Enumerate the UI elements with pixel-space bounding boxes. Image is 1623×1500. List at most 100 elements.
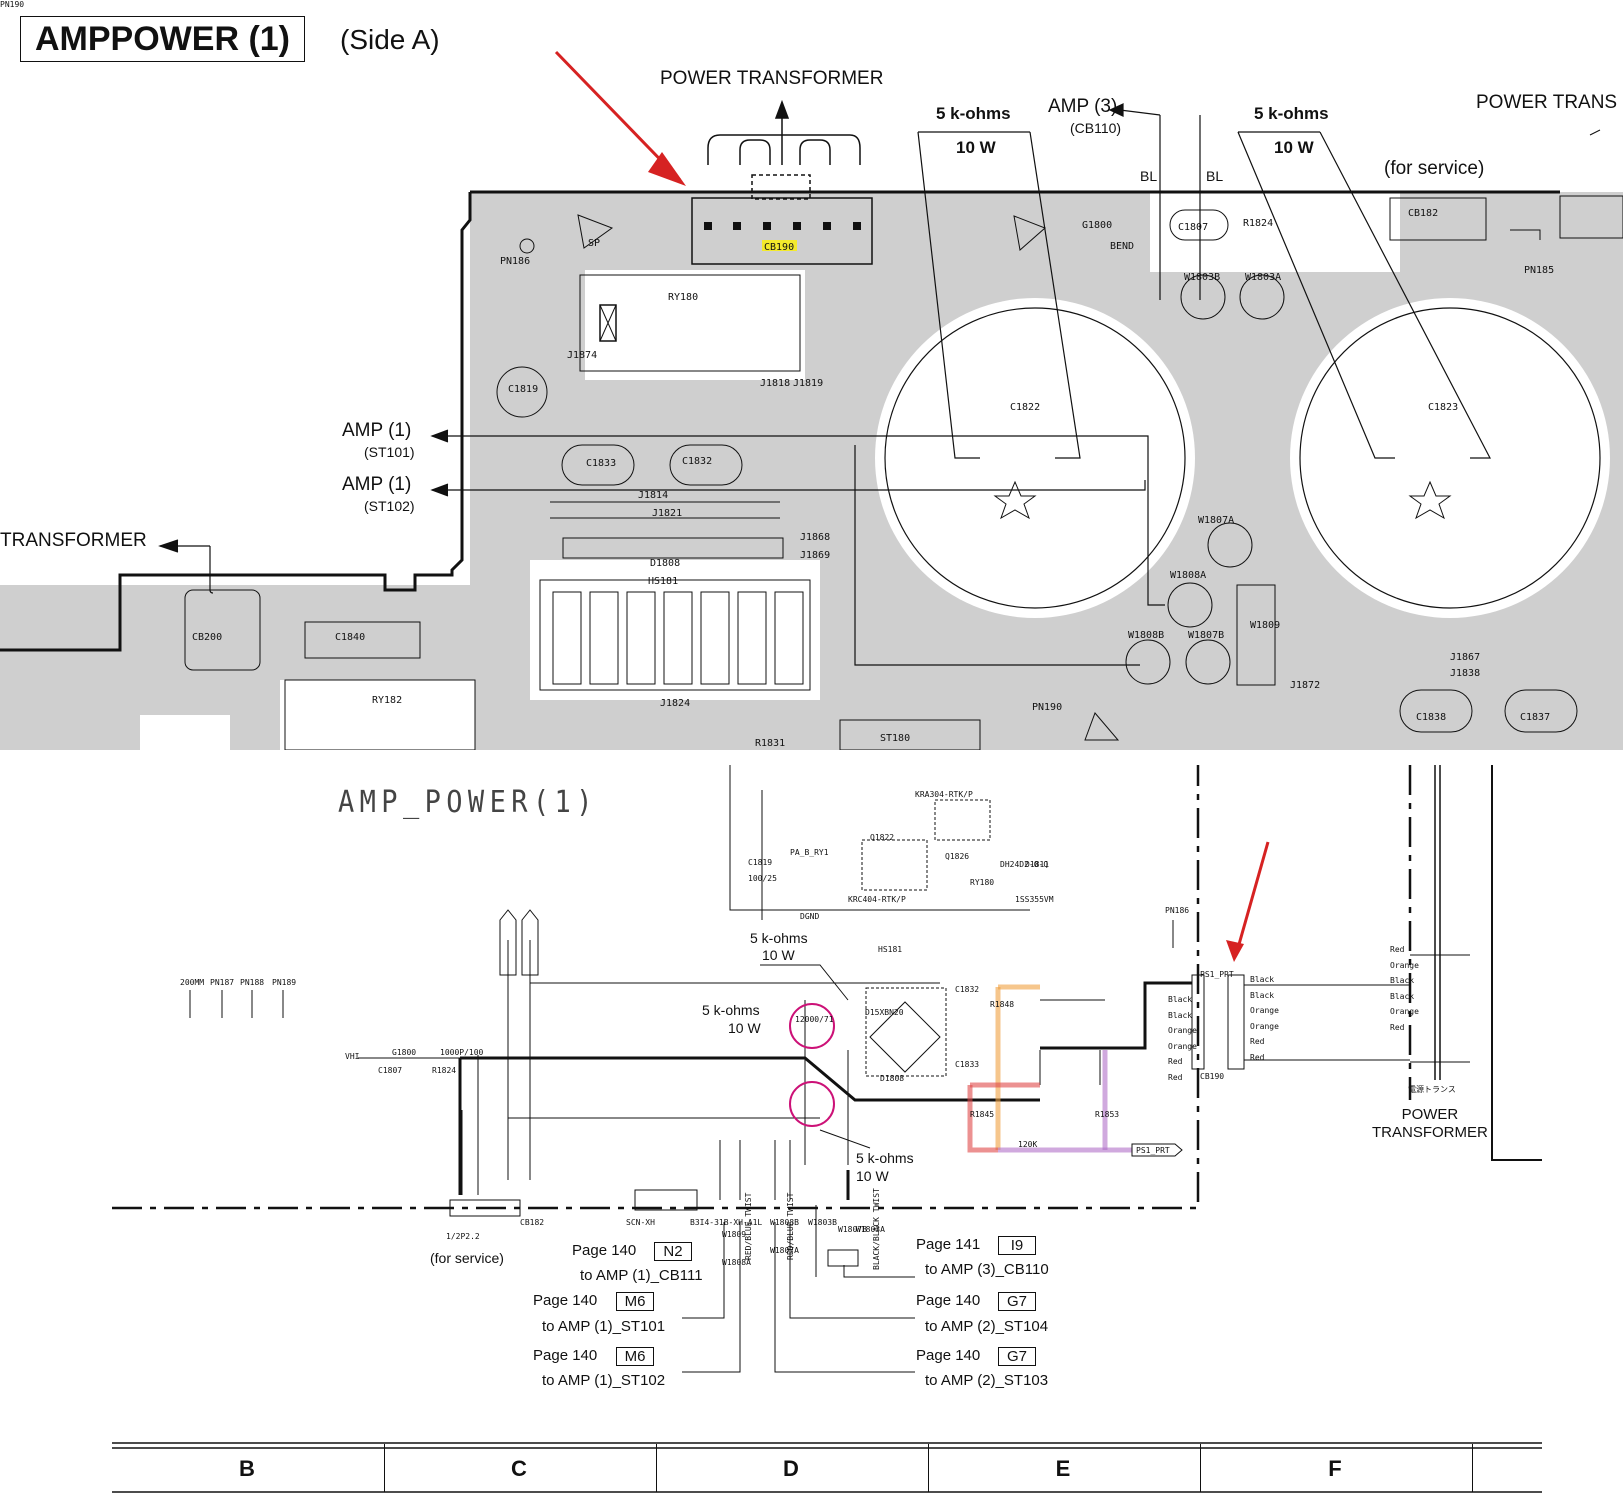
sch-part-w1803b: W1803B [808, 1218, 837, 1227]
sch-part-1000p-100: 1000P/100 [440, 1048, 484, 1057]
pcb-part-w1808a: W1808A [1170, 570, 1207, 581]
resistor-b-watt: 10 W [1274, 138, 1314, 157]
xref-5-page: Page 140 [916, 1292, 981, 1309]
xref-4-page: Page 141 [916, 1236, 981, 1253]
wire-cb190-3: Orange [1250, 1006, 1279, 1015]
pcb-part-r1831: R1831 [755, 738, 786, 749]
wire-cb190-2: Black [1250, 990, 1275, 1000]
sch-part-pn186: PN186 [1165, 906, 1190, 915]
twist-label-2: RED/BLUE TWIST [786, 1192, 795, 1260]
sch-part-dgnd: DGND [800, 912, 820, 921]
pcb-part-c1807: C1807 [1178, 222, 1209, 233]
grid-column-bar: B C D E F [112, 1444, 1542, 1492]
schematic-diagram: PS1_PRT [112, 765, 1542, 1493]
pcb-part-ry180: RY180 [668, 292, 699, 303]
sch-part-w1803a: W1803A [856, 1225, 885, 1234]
pcb-part-r1824: R1824 [1243, 218, 1274, 229]
wire-right-5: Orange [1390, 1007, 1419, 1016]
sch-part-w1807b: W1807B [838, 1225, 867, 1234]
pcb-part-c1840: C1840 [335, 632, 366, 643]
sch-part-12000-71: 12000/71 [795, 1015, 834, 1024]
label-amp1-a-ref: (ST101) [364, 444, 415, 460]
wire-cb190-6: Red [1250, 1052, 1265, 1062]
sch-part-d1808: D1808 [880, 1074, 905, 1083]
label-amp1-b: AMP (1) [342, 474, 412, 495]
sch-resistor-2-watt: 10 W [728, 1020, 761, 1036]
pcb-part-st180: ST180 [880, 733, 911, 744]
sch-part-b3i4-31b-xh-a1l: B3I4-31B-XH-A1L [690, 1218, 763, 1227]
resistor-b-value: 5 k-ohms [1254, 104, 1329, 123]
sch-part-ry180: RY180 [970, 878, 995, 887]
xref-2-grid: M6 [616, 1292, 654, 1311]
sch-for-service: (for service) [430, 1250, 504, 1266]
label-transformer-left: TRANSFORMER [0, 530, 147, 551]
sch-part-ps1-prt: PS1_PRT [1200, 970, 1234, 979]
xref-6-target: to AMP (2)_ST103 [925, 1372, 1049, 1389]
sch-part-krc404-rtk-p: KRC404-RTK/P [848, 895, 906, 904]
xref-3-grid: M6 [616, 1347, 654, 1366]
pcb-part-w1803b: W1803B [1184, 272, 1221, 283]
sch-part-1-2p2-2: 1/2P2.2 [446, 1232, 480, 1241]
sch-jp-label: 電源トランス [1408, 1085, 1456, 1094]
pcb-part-j1869: J1869 [800, 550, 831, 561]
xref-2-target: to AMP (1)_ST101 [542, 1318, 666, 1335]
wire-cb190-5: Red [1250, 1037, 1265, 1046]
sch-resistor-3-watt: 10 W [856, 1168, 889, 1184]
sch-part-pn190: PN190 [0, 0, 25, 9]
xref-6-grid: G7 [998, 1347, 1036, 1366]
grid-column-e: E [1055, 1456, 1071, 1481]
pcb-part-bend: BEND [1110, 241, 1135, 252]
xref-2-page: Page 140 [533, 1292, 598, 1309]
xref-4-target: to AMP (3)_CB110 [925, 1261, 1049, 1278]
xref-5-grid: G7 [998, 1292, 1036, 1311]
xref-1-target: to AMP (1)_CB111 [580, 1267, 703, 1284]
pcb-part-c1819: C1819 [508, 384, 539, 395]
page-title: AMPPOWER (1) [20, 16, 305, 62]
sch-part-pa-b-ry1: PA_B_RY1 [790, 848, 829, 857]
label-power-transformer-top: POWER TRANSFORMER [660, 68, 884, 89]
wire-right-3: Black [1390, 976, 1415, 985]
sch-part-q1822: Q1822 [870, 833, 895, 842]
sch-part-kra304-rtk-p: KRA304-RTK/P [915, 790, 973, 799]
xref-1-grid: N2 [654, 1242, 692, 1261]
pcb-part-sp: SP [588, 238, 601, 249]
pcb-part-g1800: G1800 [1082, 220, 1113, 231]
sch-part-q1826: Q1826 [945, 852, 970, 861]
pcb-part-j1824: J1824 [660, 698, 691, 709]
sch-part-w1808b: W1808B [770, 1218, 799, 1227]
pcb-part-cb200: CB200 [192, 632, 223, 643]
wire-left-3: Orange [1168, 1026, 1197, 1035]
sch-part-scn-xh: SCN-XH [626, 1218, 655, 1227]
sch-part-c1833: C1833 [955, 1060, 980, 1069]
sch-resistor-3-value: 5 k-ohms [856, 1150, 914, 1166]
grid-column-b: B [239, 1456, 255, 1481]
schematic-title: AMP_POWER(1) [338, 785, 598, 820]
wire-left-2: Black [1168, 1010, 1193, 1020]
sch-part-r1824: R1824 [432, 1066, 457, 1075]
xref-5-target: to AMP (2)_ST104 [925, 1318, 1049, 1335]
wire-cb190-1: Black [1250, 975, 1275, 984]
sch-part-cb182: CB182 [520, 1218, 545, 1227]
grid-column-c: C [511, 1456, 527, 1481]
xref-6-page: Page 140 [916, 1347, 981, 1364]
sch-part-pn189: PN189 [272, 978, 297, 987]
label-bl-2: BL [1206, 168, 1224, 184]
pcb-part-w1803a: W1803A [1245, 272, 1282, 283]
pcb-part-w1808b: W1808B [1128, 630, 1165, 641]
label-amp3: AMP (3) [1048, 96, 1118, 117]
label-amp1-a: AMP (1) [342, 420, 412, 441]
pcb-part-d1808: D1808 [650, 558, 681, 569]
pcb-part-j1821: J1821 [652, 508, 683, 519]
grid-column-f: F [1328, 1456, 1342, 1481]
pcb-part-j1838: J1838 [1450, 668, 1481, 679]
pcb-part-c1838: C1838 [1416, 712, 1447, 723]
sch-part-r1848: R1848 [990, 1000, 1015, 1009]
pcb-part-w1809: W1809 [1250, 620, 1281, 631]
pcb-part-j1874: J1874 [567, 350, 598, 361]
twist-label-3: BLACK/BLACK TWIST [872, 1188, 881, 1270]
sch-part-w1808a: W1808A [722, 1258, 751, 1267]
label-for-service-pcb: (for service) [1384, 158, 1485, 179]
wire-left-1: Black [1168, 995, 1193, 1004]
pcb-part-c1822: C1822 [1010, 402, 1041, 413]
pcb-part-pn190: PN190 [1032, 702, 1063, 713]
